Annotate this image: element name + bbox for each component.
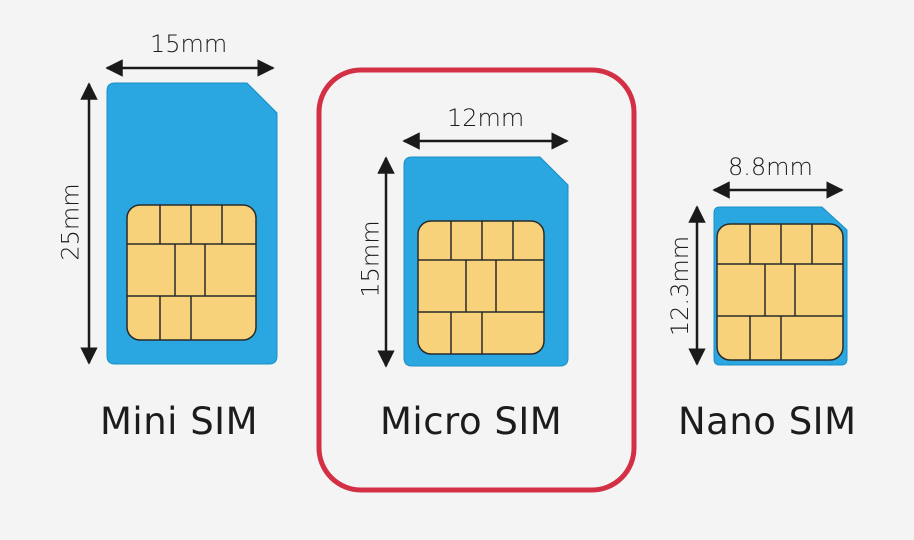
micro-sim-height-label: 15mm [356,220,385,298]
mini-sim-chip [126,204,257,341]
micro-sim-highlight-frame [316,67,637,493]
micro-sim-name: Micro SIM [380,400,563,443]
mini-sim-width-label: 15mm [150,30,228,58]
mini-sim-name: Mini SIM [100,400,259,443]
nano-sim-height-label: 12.3mm [666,235,695,337]
mini-sim-group [80,59,278,365]
micro-sim-group [377,132,569,368]
nano-sim-name: Nano SIM [678,400,857,443]
micro-sim-width-label: 12mm [447,104,525,132]
micro-sim-chip [417,220,545,355]
nano-sim-width-label: 8.8mm [728,153,813,181]
mini-sim-height-label: 25mm [56,183,85,261]
nano-sim-chip [716,223,844,361]
nano-sim-group [688,181,848,366]
